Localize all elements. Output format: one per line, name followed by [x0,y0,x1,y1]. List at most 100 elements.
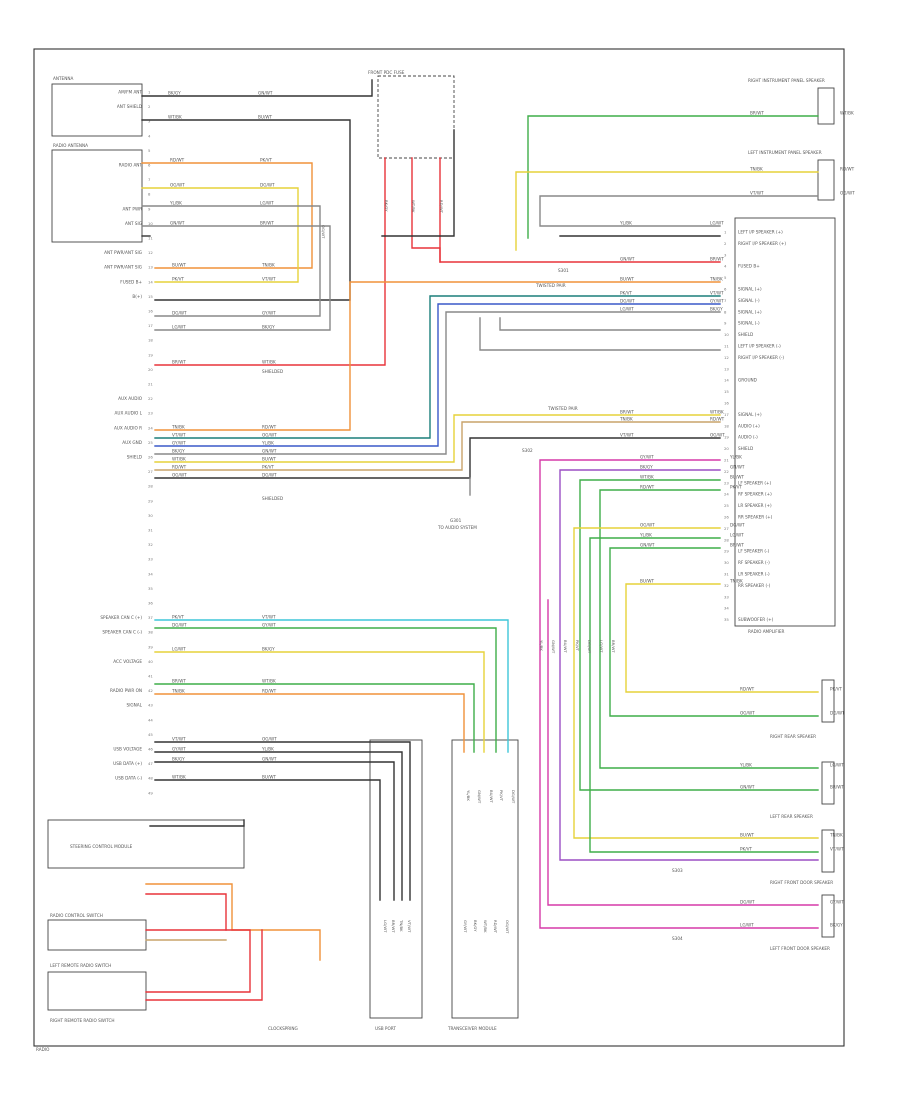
radio-pin-number: 3 [148,119,151,124]
wire-code: BU/WT [730,475,744,480]
left-remote-switch-component: LEFT REMOTE RADIO SWITCH RIGHT REMOTE RA… [47,963,147,1023]
amp-pin-number: 19 [724,435,729,440]
wire-code: GY/WT [172,747,186,752]
amp-pin-label: SIGNAL (+) [738,412,762,417]
shielded-note-1: SHIELDED [262,369,283,374]
wire-orange [141,162,313,269]
radio-pin-number: 2 [148,104,151,109]
wire-black [154,779,381,901]
amp-pin-label: FUSED B+ [738,264,760,269]
twisted-pair-note-2: TWISTED PAIR [547,406,578,411]
wire-code-vertical: GY/WT [463,920,468,933]
wire-code: BK/GY [172,757,185,762]
transceiver-box [451,739,519,1019]
radio-pin-number: 35 [148,586,153,591]
wire-yellow [625,583,819,693]
wire-code: TN/BK [829,833,843,838]
wire-cyan [154,619,509,753]
amp-pin-number: 28 [724,537,729,542]
radio-pin-number: 36 [148,601,153,606]
splice-label-1: S301 [558,268,569,273]
lf-door-label: LEFT FRONT DOOR SPEAKER [770,946,830,951]
radio-pin-number: 48 [148,776,153,781]
wire-code: GN/WT [258,91,273,96]
wire-code: RD/WT [710,417,725,422]
wire-code: PK/VT [830,687,843,692]
wire-code: BR/WT [172,679,186,684]
wire-yellow [573,527,819,839]
amp-pin-label: LR SPEAKER (-) [738,572,770,577]
wire-code: LG/WT [172,325,186,330]
amp-pin-label: SIGNAL (-) [738,298,760,303]
wire-code: BR/WT [730,543,744,548]
amp-pin-number: 23 [724,480,729,485]
wire-code: VT/WT [710,291,724,296]
wire-code: YL/BK [739,763,752,768]
wire-code-vertical: DG/WT [511,790,516,804]
amp-pin-label: RIGHT I/P SPEAKER (+) [738,241,786,246]
radio-pin-label: RADIO PWR ON [110,688,142,693]
wire-code: VT/WT [830,847,844,852]
wire-code: BK/GY [640,465,653,470]
steering-wheel-box [47,819,245,869]
radio-pin-number: 45 [148,732,153,737]
wire-code-vertical: PK/VT [575,640,580,652]
wire-green [599,489,819,769]
radio-pin-number: 43 [148,703,153,708]
radio-pin-label: SHIELD [127,455,142,460]
radio-control-switch-component: RADIO CONTROL SWITCH [47,913,147,951]
radio-pin-label: AUX GND [122,440,142,445]
radio-pin-number: 49 [148,790,153,795]
wire-code: RD/WT [640,485,655,490]
wire-code: BU/WT [258,115,272,120]
wire-code-vertical: RD/WT [439,200,444,214]
amp-pin-label: RF SPEAKER (-) [738,560,770,565]
wire-code: DG/WT [740,900,755,905]
radio-pin-number: 41 [148,674,153,679]
radio-pin-number: 25 [148,440,153,445]
wire-code: LG/WT [172,647,186,652]
wire-code: GY/WT [262,623,276,628]
wire-code: LG/WT [730,533,744,538]
amp-pin-number: 6 [724,287,727,292]
wire-code: YL/BK [261,441,274,446]
right-remote-switch-label: RIGHT REMOTE RADIO SWITCH [50,1018,115,1023]
wire-yellow [154,651,485,753]
wire-red [145,929,263,1001]
wire-code: BK/GY [262,647,275,652]
wire-pink [547,599,819,906]
wire-code: LG/WT [260,201,274,206]
wire-code-vertical: VT/WT [407,920,412,933]
wire-code-vertical: GN/WT [477,790,482,804]
amp-pin-label: LF SPEAKER (+) [738,480,772,485]
wire-code-vertical: PK/VT [499,790,504,802]
amp-pin-label: SUBWOOFER (+) [738,617,774,622]
radio-pin-number: 11 [148,236,153,241]
wire-code-vertical: WT/BK [411,200,416,213]
amp-pin-number: 5 [724,275,727,280]
wire-code: WT/BK [172,457,186,462]
wire-purple [559,469,819,861]
radio-pin-label: FUSED B+ [120,279,142,284]
wire-code: OG/WT [740,711,755,716]
amp-pin-label: LEFT I/P SPEAKER (-) [738,344,781,349]
wire-gray [479,317,721,351]
radio-pin-number: 22 [148,396,153,401]
splice-label-3: S303 [672,868,683,873]
radio-pin-label: ANT PWR/ANT SIG [104,265,142,270]
wire-code: BR/WT [830,785,844,790]
wire-orange [154,693,465,753]
wire-code: VT/WT [620,433,634,438]
wire-code: YL/BK [639,533,652,538]
radio-pin-label: SPEAKER CAN C (-) [102,630,142,635]
wire-code: OG/WT [172,473,187,478]
wire-orange [145,883,321,961]
amp-pin-number: 26 [724,515,729,520]
wire-black [154,437,721,479]
wire-code: TN/BK [749,167,763,172]
wire-code: BK/GY [172,449,185,454]
radio-pin-number: 42 [148,688,153,693]
wire-code: VT/WT [262,615,276,620]
